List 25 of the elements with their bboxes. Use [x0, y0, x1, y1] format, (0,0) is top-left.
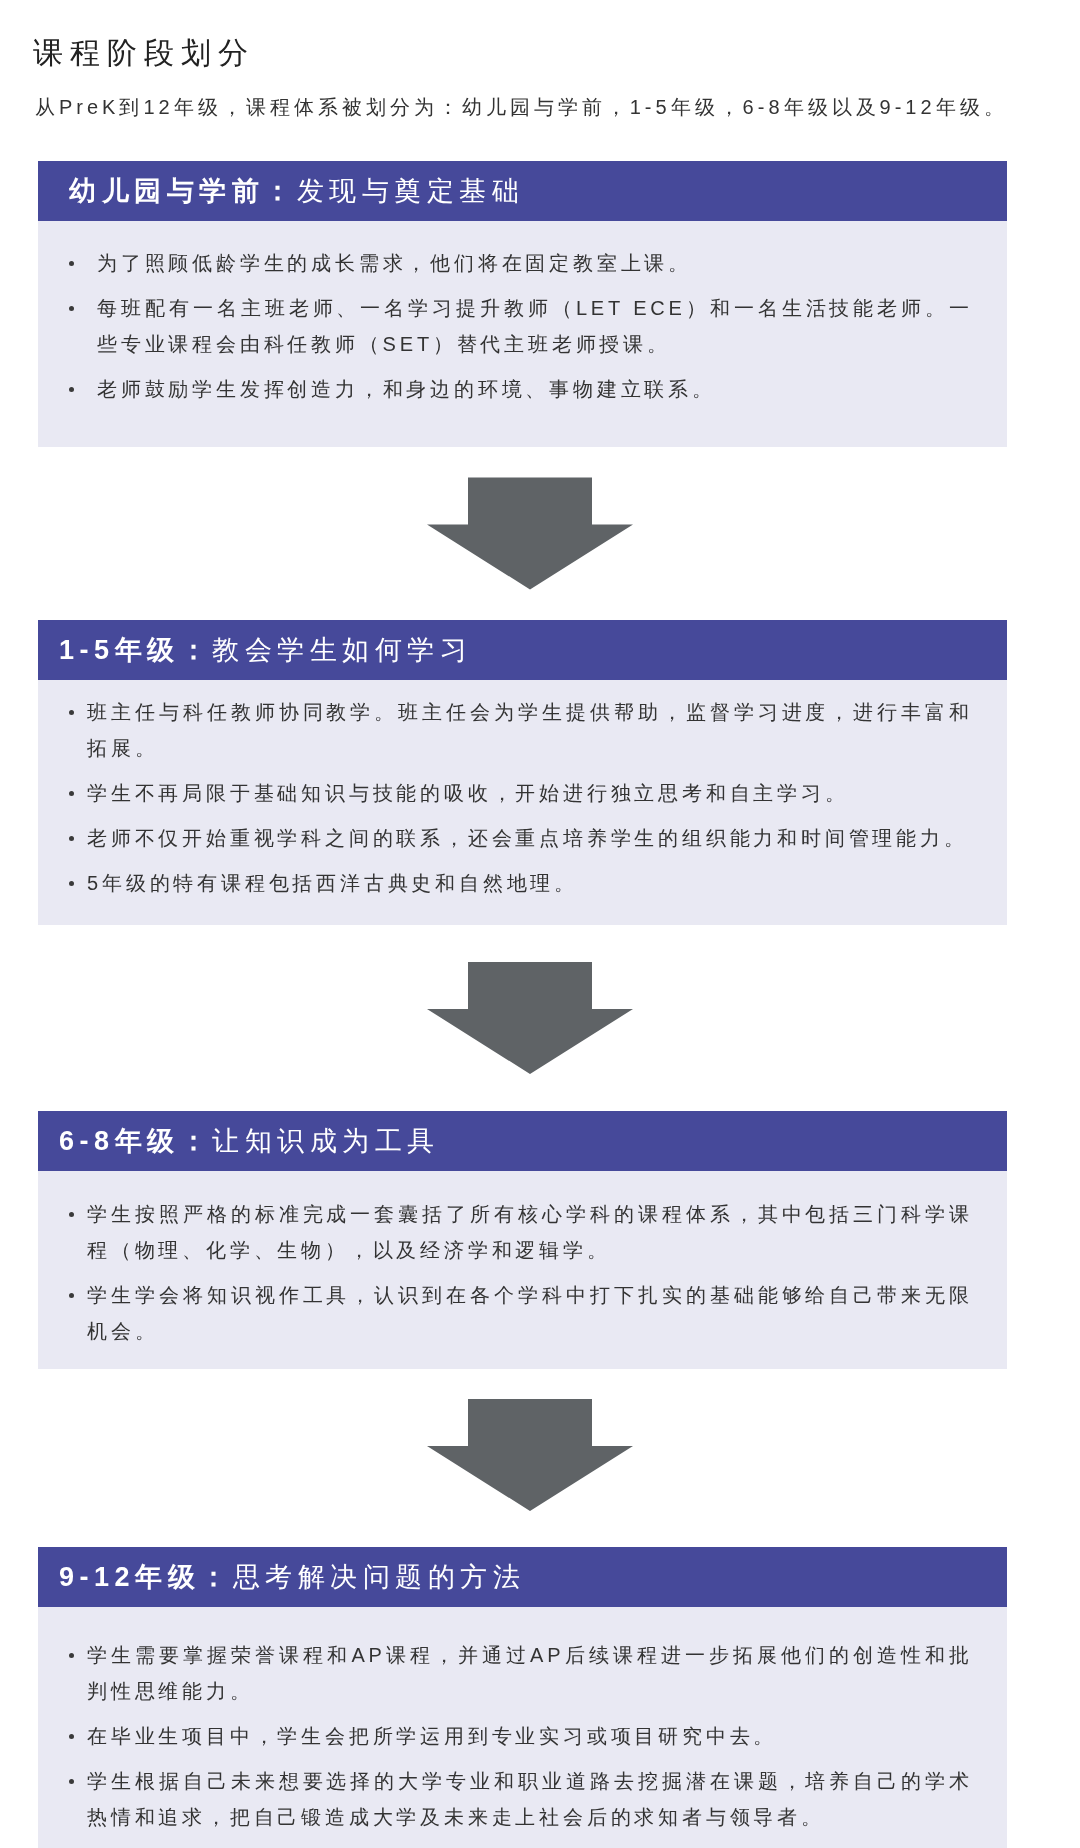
bullet-text: 学生按照严格的标准完成一套囊括了所有核心学科的课程体系，其中包括三门科学课程（物理、化学、生物），以及经济学和逻辑学。	[87, 1202, 973, 1263]
stage-card	[38, 1547, 1007, 1848]
down-arrow	[427, 477, 633, 590]
stage-card	[38, 620, 1007, 925]
down-arrow	[427, 1399, 633, 1511]
stage-heading: 9-12年级：思考解决问题的方法	[59, 1561, 526, 1594]
bullet-text: 每班配有一名主班老师、一名学习提升教师（LET ECE）和一名生活技能老师。一些专业课程会由科任教师（SET）替代主班老师授课。	[97, 296, 973, 357]
bullet-text: 学生不再局限于基础知识与技能的吸收，开始进行独立思考和自主学习。	[87, 781, 850, 806]
bullet-text: 学生需要掌握荣誉课程和AP课程，并通过AP后续课程进一步拓展他们的创造性和批判性思维能力。	[87, 1643, 973, 1704]
bullet-text: 学生根据自己未来想要选择的大学专业和职业道路去挖掘潜在课题，培养自己的学术热情和追求，把自己锻造成大学及未来走上社会后的求知者与领导者。	[87, 1769, 973, 1830]
stage-heading: 6-8年级：让知识成为工具	[59, 1125, 440, 1158]
down-arrow	[427, 962, 633, 1074]
stage-heading: 1-5年级：教会学生如何学习	[59, 634, 473, 667]
stage-card	[38, 1111, 1007, 1369]
bullet-text: 学生学会将知识视作工具，认识到在各个学科中打下扎实的基础能够给自己带来无限机会。	[87, 1283, 973, 1344]
bullet-text: 老师不仅开始重视学科之间的联系，还会重点培养学生的组织能力和时间管理能力。	[87, 826, 969, 851]
bullet-text: 5年级的特有课程包括西洋古典史和自然地理。	[87, 871, 579, 896]
intro-text: 从PreK到12年级，课程体系被划分为：幼儿园与学前，1-5年级，6-8年级以及9-12年级。	[35, 95, 1008, 120]
bullet-text: 为了照顾低龄学生的成长需求，他们将在固定教室上课。	[97, 251, 693, 276]
bullet-text: 在毕业生项目中，学生会把所学运用到专业实习或项目研究中去。	[87, 1724, 779, 1749]
bullet-text: 老师鼓励学生发挥创造力，和身边的环境、事物建立联系。	[97, 377, 717, 402]
page-title: 课程阶段划分	[33, 35, 255, 71]
stage-heading: 幼儿园与学前：发现与奠定基础	[69, 175, 524, 208]
bullet-text: 班主任与科任教师协同教学。班主任会为学生提供帮助，监督学习进度，进行丰富和拓展。	[87, 700, 973, 761]
stage-card	[38, 161, 1007, 447]
